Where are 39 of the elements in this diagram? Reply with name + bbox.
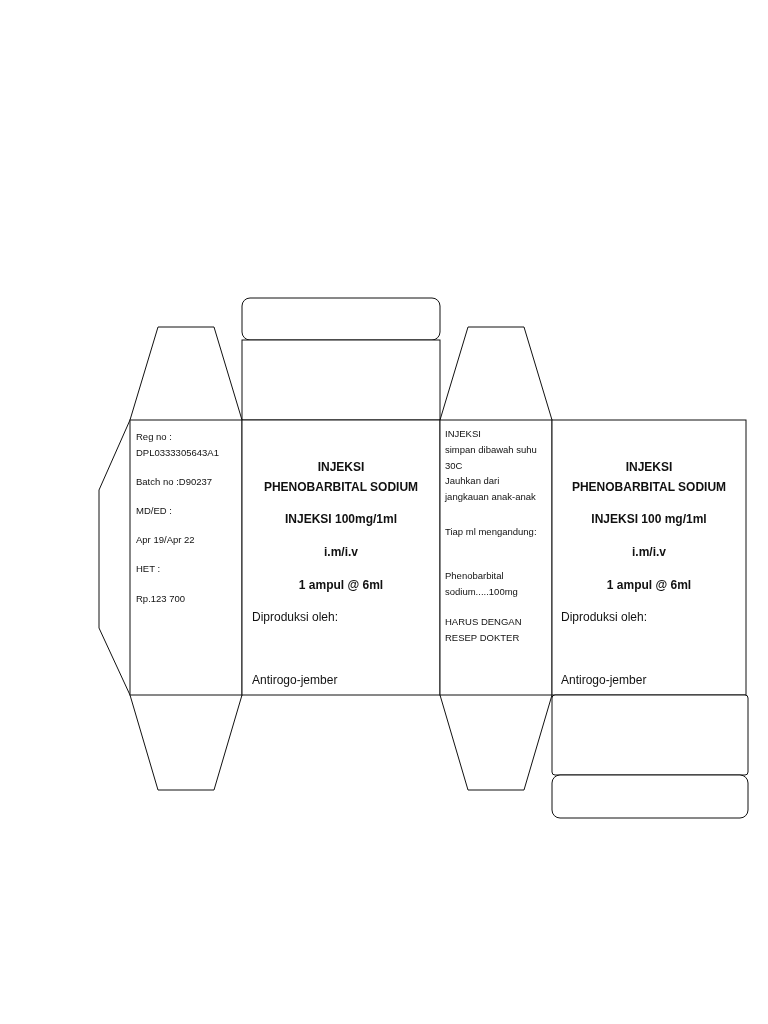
product-title: INJEKSI <box>316 459 366 475</box>
dust-flap <box>440 327 552 420</box>
composition-text: Phenobarbital sodium.....100mg <box>445 569 519 599</box>
product-name: INJEKSI <box>445 427 482 441</box>
package-text: 1 ampul @ 6ml <box>297 577 385 593</box>
date-label: MD/ED : <box>136 504 173 518</box>
route-text: i.m/i.v <box>631 544 667 560</box>
batch-text: Batch no :D90237 <box>136 475 214 489</box>
tuck-flap <box>242 298 440 340</box>
address-text: Antirogo-jember <box>252 672 339 688</box>
composition-label: Tiap ml mengandung: <box>445 525 538 539</box>
prescription-text: HARUS DENGAN RESEP DOKTER <box>445 615 523 645</box>
top-flap <box>242 340 440 420</box>
address-text: Antirogo-jember <box>561 672 648 688</box>
product-title: INJEKSI <box>624 459 674 475</box>
dosage-text: INJEKSI 100 mg/1ml <box>590 511 708 527</box>
date-text: Apr 19/Apr 22 <box>136 533 196 547</box>
side-panel <box>440 420 552 695</box>
back-panel <box>552 420 746 695</box>
dust-flap <box>130 695 242 790</box>
tuck-flap <box>552 775 748 818</box>
producer-label: Diproduksi oleh: <box>252 609 340 625</box>
storage-text: simpan dibawah suhu 30C <box>445 443 538 473</box>
warning-text: Jauhkan dari jangkauan anak-anak <box>445 474 537 504</box>
glue-flap <box>99 420 130 695</box>
registration-text: Reg no : DPL0333305643A1 <box>136 430 220 460</box>
route-text: i.m/i.v <box>323 544 359 560</box>
price-label: HET : <box>136 562 162 576</box>
product-subtitle: PHENOBARBITAL SODIUM <box>262 479 420 495</box>
dosage-text: INJEKSI 100mg/1ml <box>283 511 399 527</box>
front-panel <box>242 420 440 695</box>
producer-label: Diproduksi oleh: <box>561 609 649 625</box>
dust-flap <box>130 327 242 420</box>
product-subtitle: PHENOBARBITAL SODIUM <box>570 479 728 495</box>
dust-flap <box>440 695 552 790</box>
package-text: 1 ampul @ 6ml <box>605 577 693 593</box>
side-panel <box>130 420 242 695</box>
price-text: Rp.123 700 <box>136 592 187 606</box>
bottom-flap <box>552 695 748 775</box>
